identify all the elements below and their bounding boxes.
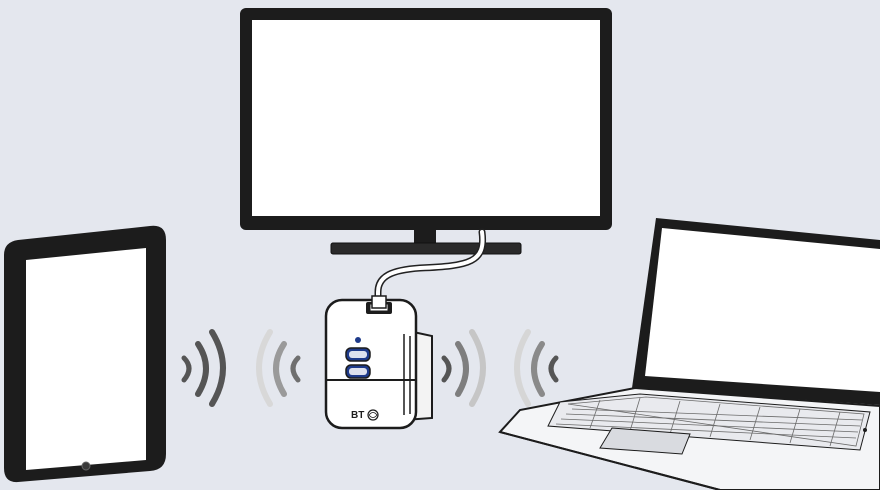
tv-stand-base (331, 243, 521, 254)
tv-neck (414, 230, 436, 244)
tv-screen (252, 20, 600, 216)
adapter-status-led (355, 337, 361, 343)
laptop-screen (645, 228, 880, 392)
television-icon (240, 8, 612, 254)
tablet-home-button (82, 462, 90, 470)
tablet-icon (4, 226, 166, 482)
adapter-logo: BT (351, 410, 364, 421)
wifi-adapter-icon: BT (326, 296, 432, 428)
